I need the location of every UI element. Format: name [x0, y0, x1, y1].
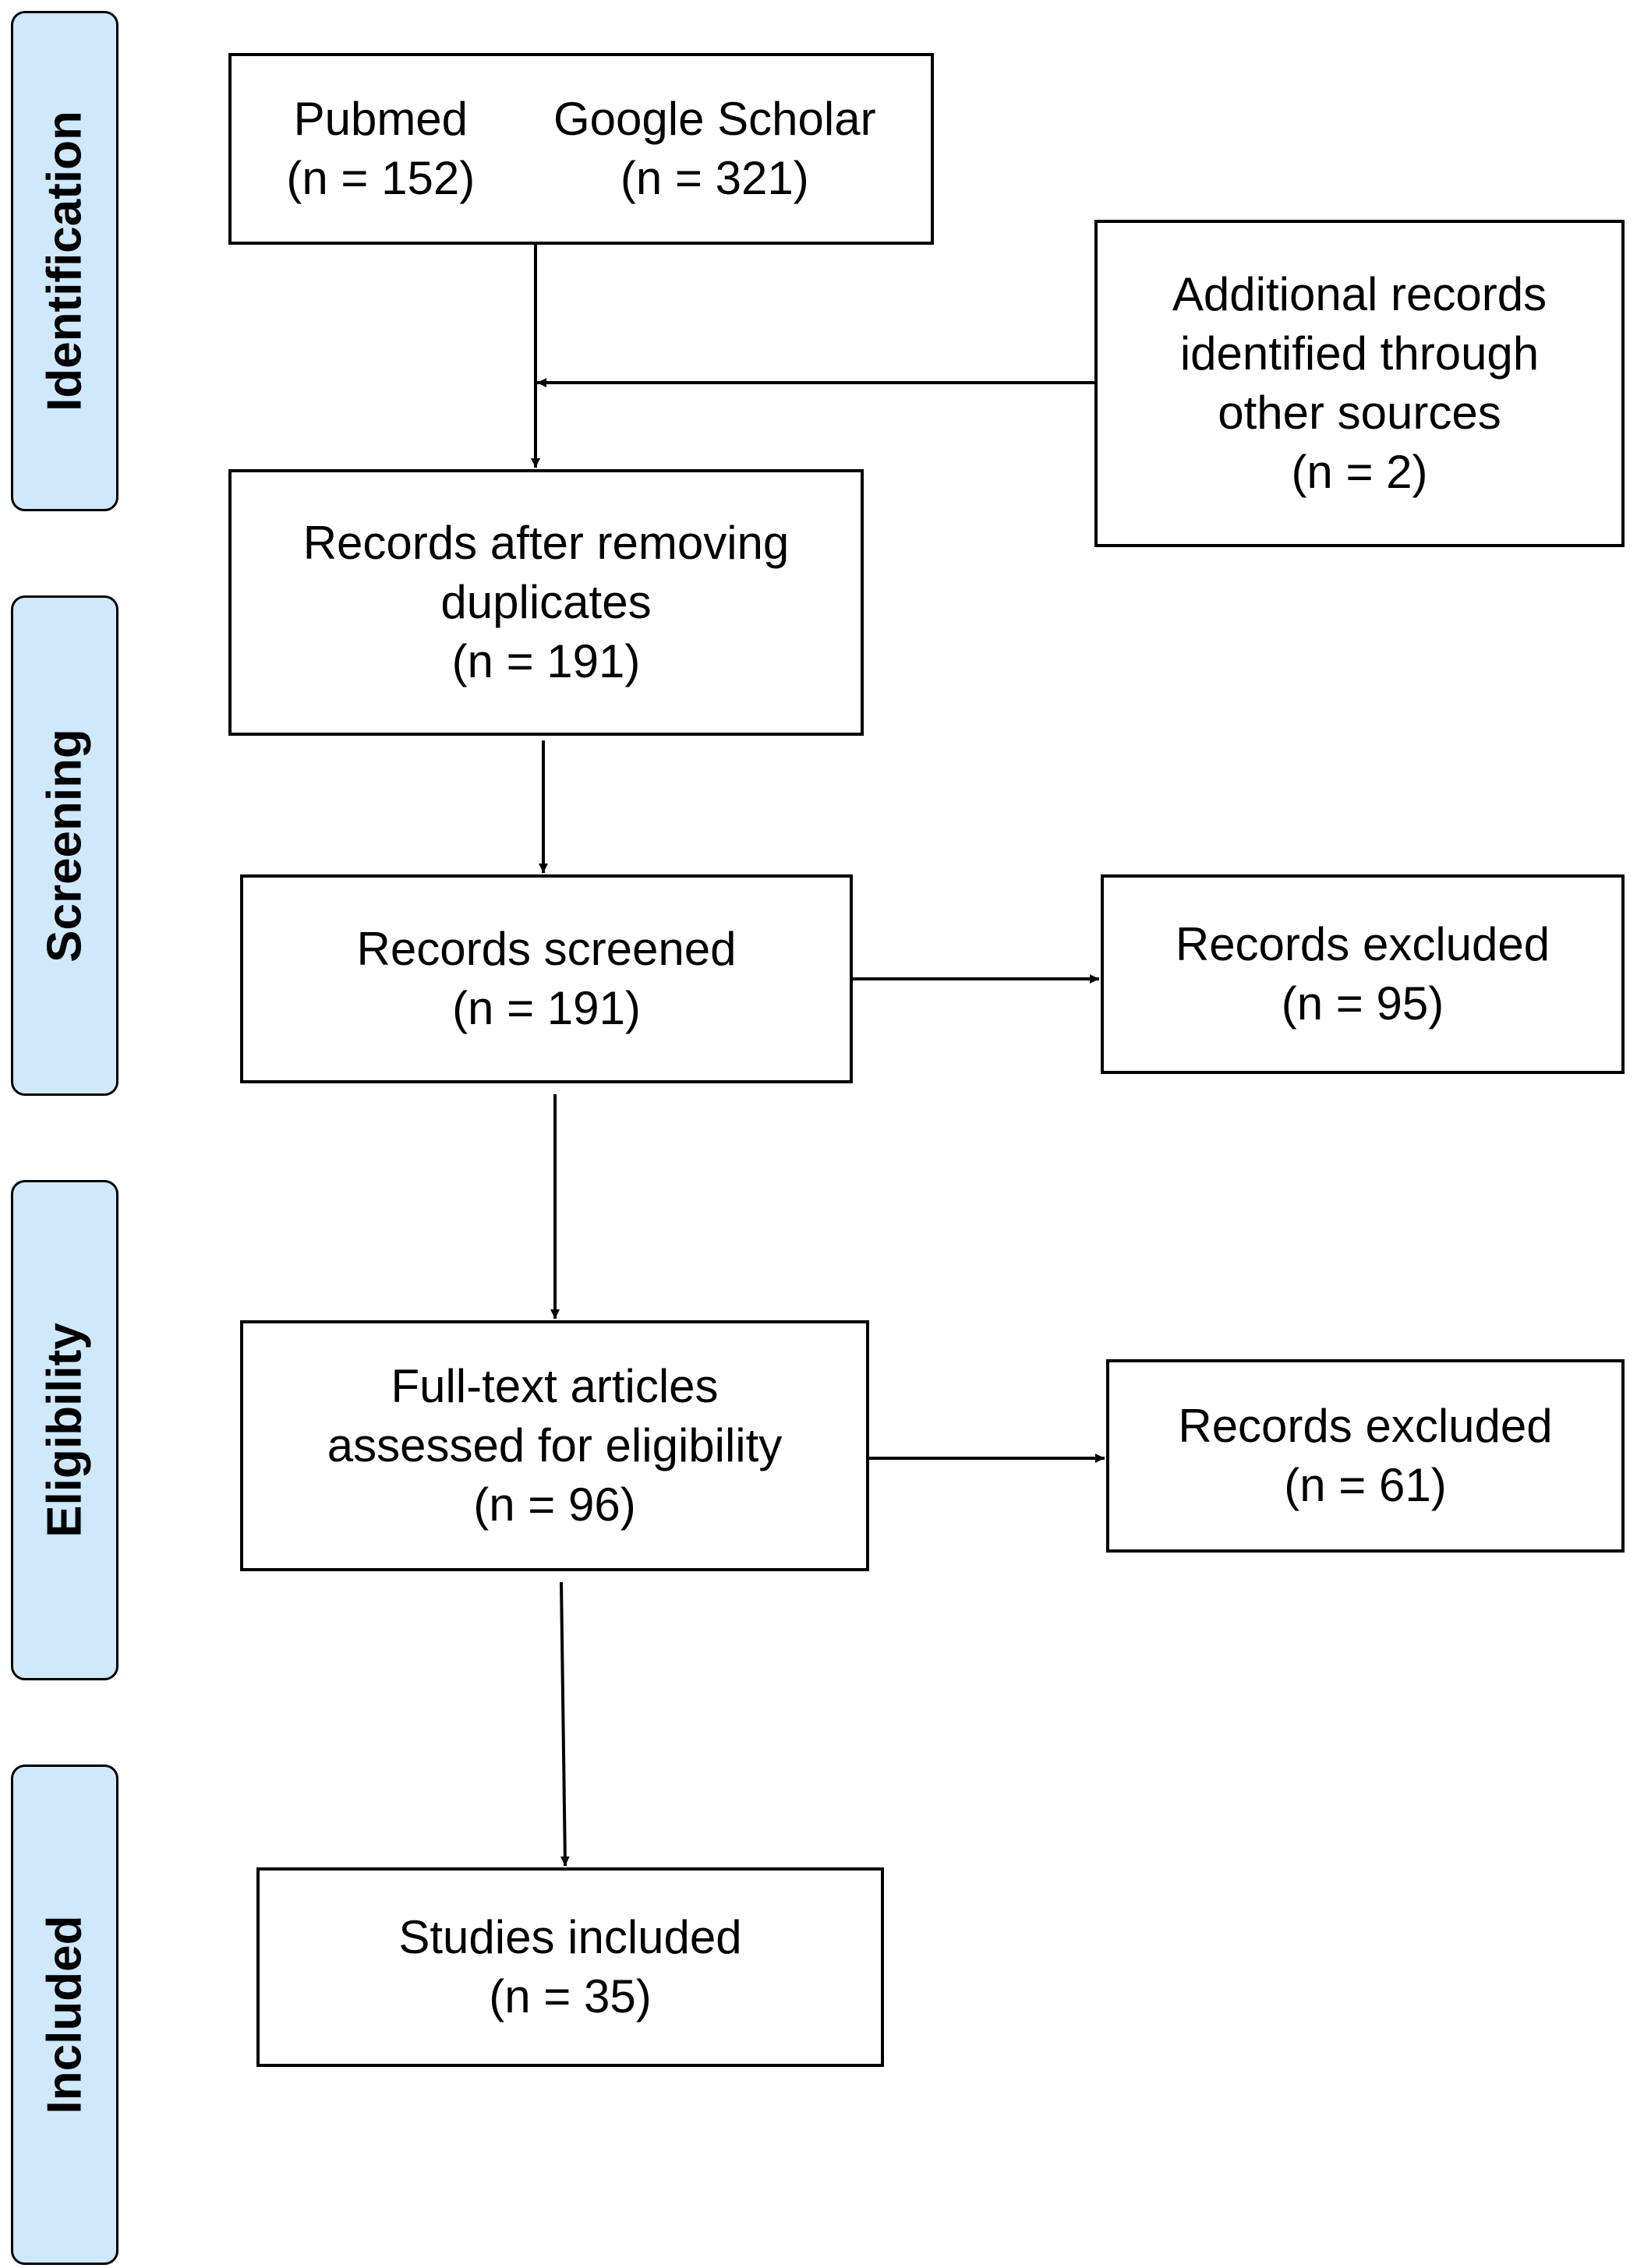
records-screened-box: Records screened (n = 191): [240, 874, 853, 1083]
after-duplicates-box: Records after removing duplicates (n = 1…: [228, 469, 864, 736]
records-excluded-screening-line1: Records excluded: [1175, 918, 1550, 970]
records-excluded-screening-box: Records excluded (n = 95): [1101, 874, 1625, 1074]
records-excluded-eligibility-box: Records excluded (n = 61): [1106, 1359, 1625, 1553]
studies-included-box: Studies included (n = 35): [256, 1867, 884, 2067]
additional-records-box: Additional records identified through ot…: [1094, 220, 1625, 547]
pubmed-name: Pubmed: [293, 93, 468, 145]
full-text-box: Full-text articles assessed for eligibil…: [240, 1320, 869, 1571]
arrow-fulltext-to-included: [560, 1581, 570, 1867]
studies-included-line1: Studies included: [398, 1911, 742, 1963]
after-duplicates-line2: duplicates: [440, 576, 652, 628]
pubmed-source: Pubmed (n = 152): [286, 90, 475, 208]
additional-count: (n = 2): [1291, 446, 1428, 498]
google-scholar-name: Google Scholar: [553, 93, 876, 145]
stage-eligibility: Eligibility: [11, 1180, 118, 1680]
google-scholar-source: Google Scholar (n = 321): [553, 90, 876, 208]
full-text-line1: Full-text articles: [391, 1360, 719, 1412]
stage-screening: Screening: [11, 595, 118, 1096]
after-duplicates-line1: Records after removing: [302, 517, 790, 569]
studies-included-count: (n = 35): [489, 1970, 652, 2022]
additional-line3: other sources: [1218, 387, 1501, 439]
full-text-line2: assessed for eligibility: [327, 1419, 783, 1471]
stage-identification: Identification: [11, 11, 118, 511]
records-excluded-eligibility-count: (n = 61): [1284, 1459, 1447, 1511]
sources-box: Pubmed (n = 152) Google Scholar (n = 321…: [228, 53, 934, 245]
stage-included: Included: [11, 1765, 118, 2265]
additional-line1: Additional records: [1172, 268, 1547, 320]
full-text-count: (n = 96): [473, 1478, 636, 1531]
after-duplicates-count: (n = 191): [451, 635, 641, 687]
google-scholar-count: (n = 321): [620, 152, 809, 204]
records-screened-line1: Records screened: [356, 923, 737, 975]
pubmed-count: (n = 152): [286, 152, 476, 204]
records-excluded-screening-count: (n = 95): [1281, 977, 1444, 1030]
additional-line2: identified through: [1179, 327, 1540, 380]
records-screened-count: (n = 191): [452, 982, 641, 1034]
records-excluded-eligibility-line1: Records excluded: [1178, 1400, 1553, 1452]
